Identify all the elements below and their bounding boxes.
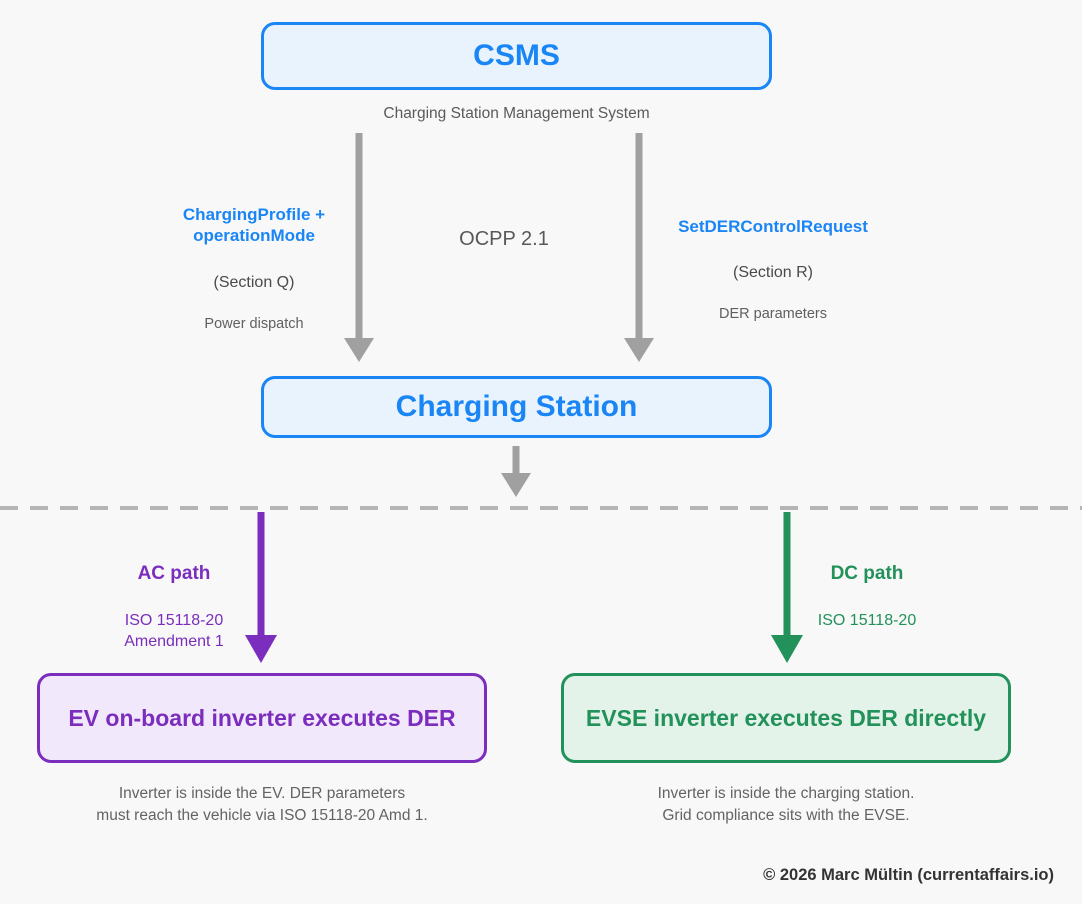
ac-path-subtitle: ISO 15118-20 Amendment 1 <box>124 611 224 650</box>
edge-right-description: DER parameters <box>719 306 827 323</box>
edge-label-left: ChargingProfile + operationMode (Section… <box>128 186 380 350</box>
dc-path-title: DC path <box>830 563 904 584</box>
edge-left-description: Power dispatch <box>204 315 304 332</box>
edge-label-right: SetDERControlRequest (Section R) DER par… <box>648 198 898 340</box>
protocol-label-ocpp: OCPP 2.1 <box>459 228 549 250</box>
ac-path-title: AC path <box>137 563 211 584</box>
dc-path-subtitle: ISO 15118-20 <box>817 611 917 629</box>
node-evse-inverter[interactable]: EVSE inverter executes DER directly <box>561 673 1011 763</box>
copyright-notice: © 2026 Marc Mültin (currentaffairs.io) <box>763 866 1054 884</box>
node-csms[interactable]: CSMS <box>261 22 772 90</box>
edge-left-title: ChargingProfile + operationMode <box>182 205 326 246</box>
node-ev-onboard-inverter[interactable]: EV on-board inverter executes DER <box>37 673 487 763</box>
csms-subtitle: Charging Station Management System <box>383 105 650 122</box>
edge-right-section: (Section R) <box>732 264 814 282</box>
path-label-dc: DC path ISO 15118-20 <box>767 544 967 649</box>
node-charging-station[interactable]: Charging Station <box>261 376 772 438</box>
arrow-cs-to-divider <box>501 446 531 497</box>
ev-inverter-caption: Inverter is inside the EV. DER parameter… <box>96 785 428 825</box>
evse-inverter-caption: Inverter is inside the charging station.… <box>657 785 915 825</box>
edge-right-title: SetDERControlRequest <box>678 217 868 236</box>
path-label-ac: AC path ISO 15118-20 Amendment 1 <box>74 544 274 670</box>
edge-left-section: (Section Q) <box>213 273 295 291</box>
